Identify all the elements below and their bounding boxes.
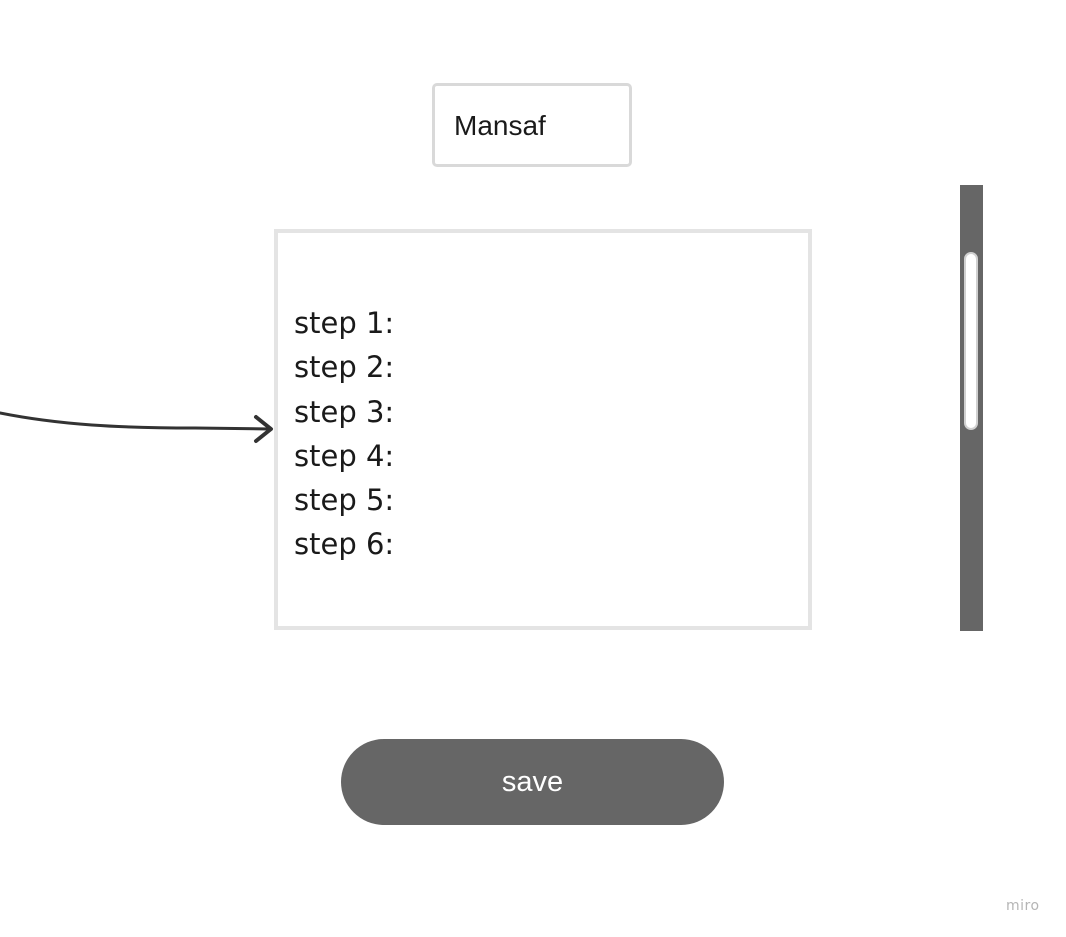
- step-item: step 1:: [294, 306, 395, 340]
- step-item: step 3:: [294, 394, 395, 429]
- steps-textarea[interactable]: step 1: step 2: step 3: step 4: step 5: …: [274, 229, 812, 630]
- miro-watermark: miro: [1006, 898, 1040, 914]
- recipe-title-text: Mansaf: [454, 110, 546, 141]
- step-item: step 6:: [294, 527, 395, 562]
- curved-arrow-icon: [0, 411, 273, 443]
- recipe-title-field[interactable]: Mansaf: [432, 83, 632, 167]
- scrollbar-thumb[interactable]: [964, 252, 978, 430]
- scrollbar-track[interactable]: [960, 185, 983, 631]
- step-item: step 4:: [294, 438, 395, 473]
- steps-list: step 1: step 2: step 3: step 4: step 5: …: [294, 301, 394, 567]
- save-button[interactable]: save: [341, 739, 724, 825]
- step-item: step 5:: [294, 483, 395, 518]
- step-item: step 2:: [294, 350, 395, 385]
